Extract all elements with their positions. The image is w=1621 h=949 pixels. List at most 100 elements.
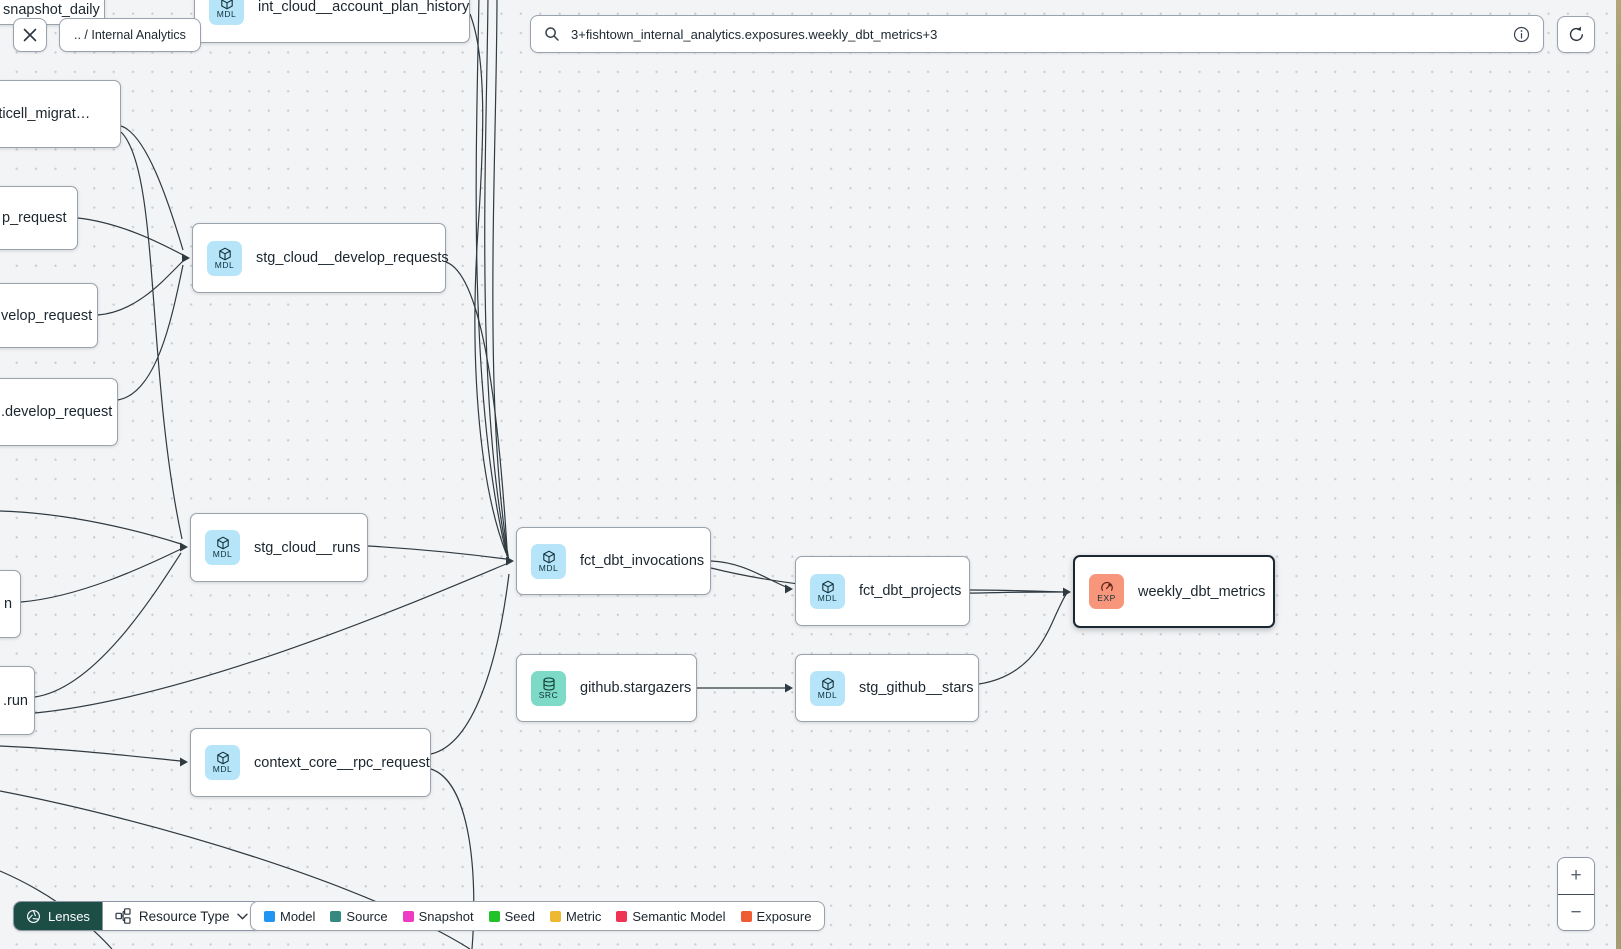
- model-badge: MDL: [209, 0, 244, 25]
- node-context_core__rpc_request[interactable]: MDL context_core__rpc_request: [190, 728, 431, 797]
- node-label: fct_dbt_invocations: [580, 553, 705, 569]
- node-run[interactable]: .run: [0, 666, 35, 735]
- legend-label: Metric: [565, 908, 602, 924]
- node-multicell_migrat[interactable]: multicell_migrat…: [0, 80, 121, 148]
- node-label: int_cloud__account_plan_history: [258, 0, 470, 15]
- edge-multicell_migrat--stg_cloud__runs: [120, 131, 183, 540]
- legend-label: Exposure: [756, 908, 812, 924]
- cube-icon: [216, 751, 229, 765]
- close-button[interactable]: [13, 18, 47, 52]
- node-stg_cloud__runs[interactable]: MDL stg_cloud__runs: [190, 513, 368, 582]
- zoom-controls: + −: [1557, 857, 1595, 931]
- badge-label: MDL: [212, 764, 233, 774]
- lenses-icon: [26, 909, 41, 924]
- legend-swatch: [549, 910, 561, 922]
- node-p_request[interactable]: p_request: [0, 186, 78, 250]
- cube-icon: [542, 550, 555, 563]
- edge-offscreen-left--stg_cloud__runs: [0, 510, 182, 545]
- node-fct_dbt_invocations[interactable]: MDL fct_dbt_invocations: [516, 527, 711, 595]
- cube-icon: [216, 536, 229, 550]
- node-int_cloud__account_plan_history[interactable]: MDL int_cloud__account_plan_history: [194, 0, 470, 43]
- resource-type-icon: [115, 908, 131, 924]
- edge-run--fct_dbt_invocations: [34, 563, 507, 714]
- search-bar[interactable]: [530, 15, 1544, 53]
- node-label: fct_dbt_projects: [859, 583, 962, 599]
- legend-label: Seed: [504, 908, 535, 924]
- model-badge: MDL: [810, 670, 845, 706]
- legend-swatch: [488, 910, 500, 922]
- refresh-button[interactable]: [1557, 16, 1595, 53]
- legend-label: Semantic Model: [632, 908, 726, 924]
- lenses-label: Lenses: [48, 908, 90, 924]
- edge-stg_github__stars--weekly_dbt_metrics: [978, 592, 1068, 685]
- legend-item-exposure: Exposure: [740, 908, 812, 924]
- node-label: snapshot_daily: [3, 2, 100, 18]
- edge-offscreen-left--context_core__rpc_request: [0, 745, 182, 762]
- edge-arrowhead: [785, 584, 793, 594]
- node-label: .develop_request: [1, 404, 113, 420]
- edge-arrowhead: [506, 556, 514, 566]
- resource-type-dropdown[interactable]: Resource Type: [101, 902, 261, 930]
- refresh-icon: [1569, 26, 1583, 41]
- zoom-in-button[interactable]: +: [1558, 858, 1594, 895]
- badge-label: MDL: [212, 549, 233, 559]
- node-n[interactable]: n: [0, 570, 21, 638]
- model-badge: MDL: [205, 745, 240, 780]
- edge-multicell_migrat--stg_cloud__develop_requests: [120, 125, 184, 251]
- legend-swatch: [402, 910, 414, 922]
- model-badge: MDL: [205, 530, 240, 565]
- node-label: github.stargazers: [580, 680, 692, 696]
- edge-context_core__rpc_request--fct_dbt_invocations: [430, 573, 510, 755]
- node-velop_request[interactable]: velop_request: [0, 283, 98, 348]
- legend-swatch: [616, 910, 628, 922]
- edge-fct_dbt_projects--weekly_dbt_metrics: [969, 589, 1065, 593]
- legend: Model Source Snapshot Seed Metric Semantic Mo…: [250, 901, 826, 931]
- edge-offscreen-top--fct_dbt_invocations: [484, 0, 509, 559]
- legend-label: Snapshot: [418, 908, 474, 924]
- breadcrumb[interactable]: .. / Internal Analytics: [59, 18, 201, 52]
- edge-arrowhead: [1063, 587, 1071, 597]
- legend-swatch: [330, 910, 342, 922]
- legend-item-metric: Metric: [549, 908, 602, 924]
- badge-label: MDL: [538, 562, 559, 573]
- edge-develop_request--stg_cloud__develop_requests: [117, 264, 184, 401]
- edge-fct_dbt_invocations--fct_dbt_projects: [710, 560, 787, 588]
- node-label: context_core__rpc_request: [254, 754, 430, 771]
- edge-arrowhead: [182, 253, 190, 263]
- cube-icon: [220, 0, 233, 9]
- node-develop_request[interactable]: .develop_request: [0, 378, 118, 446]
- lenses-button[interactable]: Lenses: [14, 902, 102, 930]
- exposure-badge: EXP: [1089, 574, 1124, 609]
- edge-stg_cloud__runs--fct_dbt_invocations: [367, 545, 507, 560]
- cube-icon: [821, 677, 834, 690]
- chevron-down-icon: [237, 913, 249, 920]
- edge-offscreen-top--fct_dbt_invocations: [492, 0, 510, 562]
- badge-label: MDL: [817, 689, 838, 700]
- legend-item-seed: Seed: [488, 908, 535, 924]
- cube-icon: [218, 247, 231, 260]
- node-label: stg_cloud__runs: [254, 539, 361, 556]
- node-label: stg_cloud__develop_requests: [256, 250, 449, 266]
- legend-label: Source: [346, 908, 388, 924]
- edge-arrowhead: [180, 542, 188, 552]
- legend-label: Model: [280, 908, 316, 924]
- badge-label: MDL: [214, 259, 235, 270]
- edge-run--stg_cloud__runs: [34, 552, 182, 698]
- node-stg_cloud__develop_requests[interactable]: MDL stg_cloud__develop_requests: [192, 223, 449, 293]
- edge-p_request--stg_cloud__develop_requests: [77, 217, 184, 256]
- legend-swatch: [264, 910, 275, 922]
- info-icon[interactable]: [1513, 26, 1530, 43]
- resource-type-label: Resource Type: [138, 908, 230, 924]
- legend-item-snapshot: Snapshot: [402, 908, 474, 924]
- model-badge: MDL: [207, 240, 242, 276]
- edge-int_cloud__account_plan_history--fct_dbt_invocations: [469, 13, 507, 554]
- search-input[interactable]: [569, 25, 1504, 43]
- zoom-out-button[interactable]: −: [1558, 894, 1594, 930]
- legend-item-semantic-model: Semantic Model: [616, 908, 726, 924]
- legend-item-model: Model: [264, 909, 315, 924]
